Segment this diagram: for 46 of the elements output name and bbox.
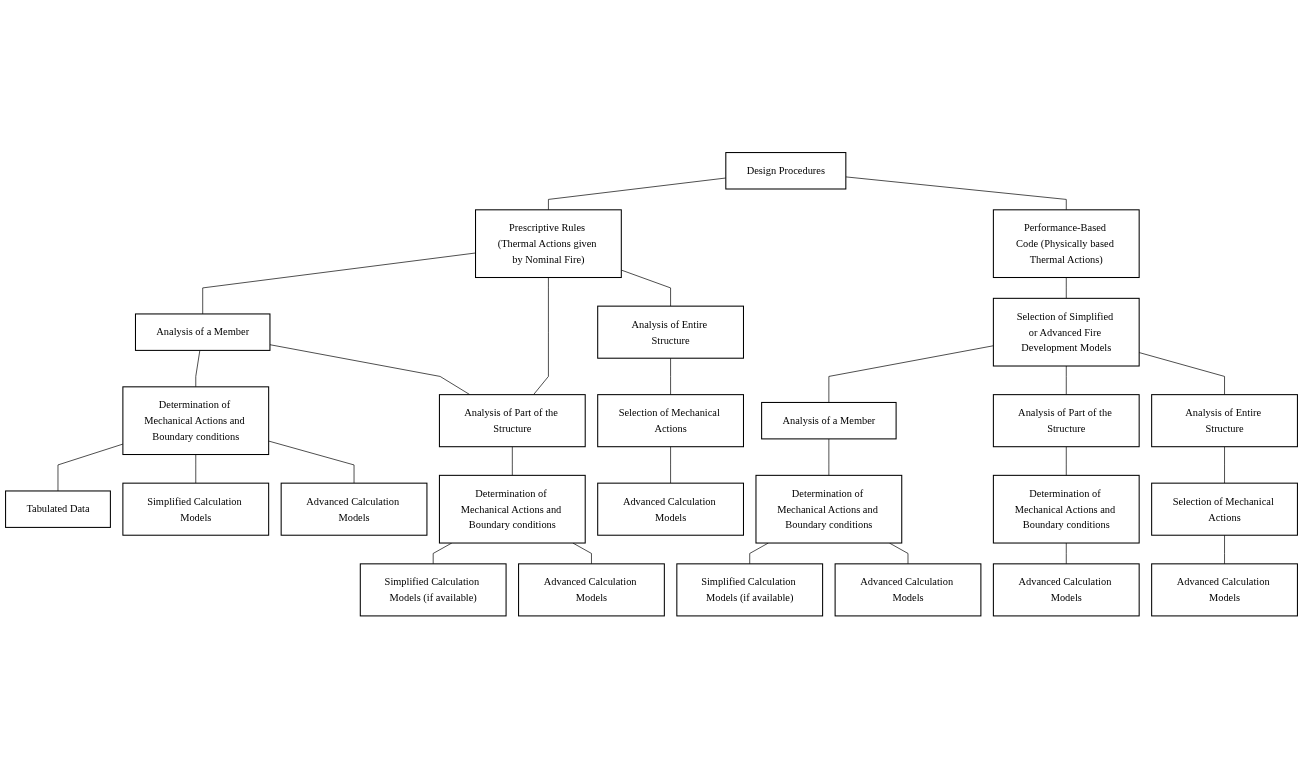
- node-box: Analysis of a Member: [761, 402, 897, 440]
- node-box: Analysis of Part of the Structure: [992, 394, 1140, 448]
- connector: [1224, 446, 1225, 484]
- node-box: Determination of Mechanical Actions and Boundary conditions: [755, 475, 903, 544]
- connector: [845, 176, 1067, 211]
- node-box: Advanced Calculation Models: [280, 482, 428, 536]
- connector: [195, 350, 201, 388]
- node-box: Determination of Mechanical Actions and Boundary conditions: [122, 386, 270, 456]
- connector: [268, 440, 355, 484]
- connector: [202, 252, 476, 315]
- connector: [1224, 535, 1225, 565]
- node-box: Analysis of Entire Structure: [597, 305, 744, 359]
- connector: [828, 345, 994, 404]
- node-box: Determination of Mechanical Actions and Boundary conditions: [438, 475, 586, 544]
- node-box: Prescriptive Rules (Thermal Actions given by Nominal Fire): [475, 209, 622, 279]
- node-box: Advanced Calculation Models: [597, 482, 744, 536]
- connector: [195, 454, 197, 484]
- node-box: Simplified Calculation Models: [122, 482, 270, 536]
- node-box: Analysis of Entire Structure: [1151, 394, 1298, 448]
- connector: [828, 438, 830, 476]
- node-box: Simplified Calculation Models (if available): [359, 563, 507, 617]
- node-box: Advanced Calculation Models: [834, 563, 982, 617]
- node-box: Analysis of a Member: [134, 313, 271, 352]
- connector: [889, 542, 909, 565]
- connector: [1065, 277, 1067, 299]
- connector: [749, 542, 769, 565]
- node-box: Advanced Calculation Models: [518, 563, 665, 617]
- node-box: Selection of Mechanical Actions: [1151, 482, 1298, 536]
- node-box: Selection of Mechanical Actions: [597, 394, 744, 448]
- node-box: Determination of Mechanical Actions and Boundary conditions: [992, 475, 1140, 544]
- node-box: Design Procedures: [725, 152, 847, 190]
- node-box: Performance-Based Code (Physically based Thermal Actions): [992, 209, 1140, 279]
- node-box: Analysis of Part of the Structure: [438, 394, 586, 448]
- connector: [670, 446, 671, 484]
- connector: [533, 277, 549, 396]
- connector: [1065, 365, 1067, 396]
- node-box: Advanced Calculation Models: [1151, 563, 1298, 617]
- connector: [1065, 446, 1067, 476]
- connector: [511, 446, 513, 476]
- node-box: Simplified Calculation Models (if available): [676, 563, 824, 617]
- connector: [670, 358, 671, 396]
- node-box: Advanced Calculation Models: [992, 563, 1140, 617]
- node-box: Tabulated Data: [5, 490, 111, 529]
- node-box: Selection of Simplified or Advanced Fire Development Models: [992, 298, 1140, 367]
- connector: [269, 344, 471, 396]
- connector: [1065, 542, 1067, 565]
